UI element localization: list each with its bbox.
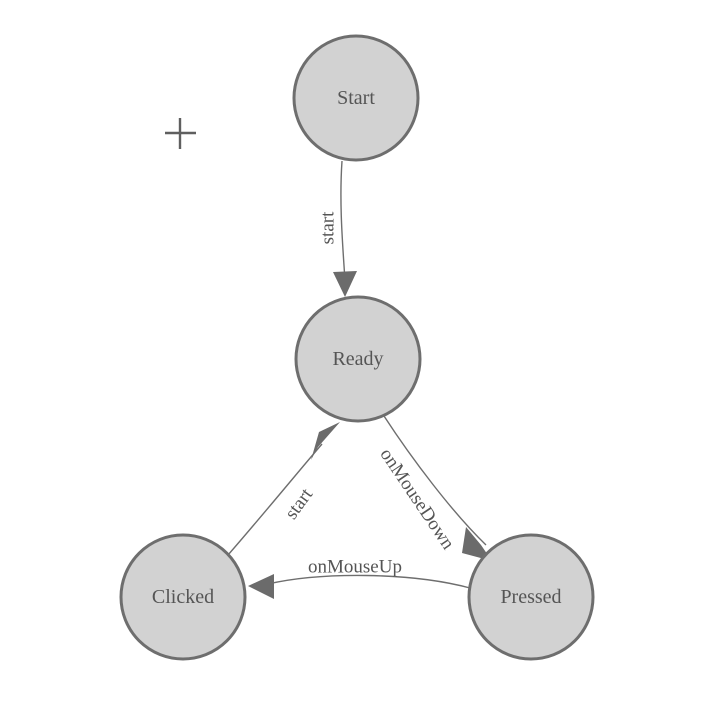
node-start-circle[interactable]: [292, 34, 420, 162]
node-clicked[interactable]: Clicked: [119, 533, 247, 661]
crosshair-icon[interactable]: [165, 118, 196, 149]
node-clicked-circle[interactable]: [119, 533, 247, 661]
node-start-label: Start: [337, 87, 375, 109]
edge-label-start-to-ready: start: [318, 211, 339, 244]
node-ready-circle[interactable]: [294, 295, 422, 423]
edge-label-pressed-to-clicked: onMouseUp: [308, 557, 402, 578]
edge-pressed-to-clicked-path: [267, 574, 471, 589]
node-clicked-label: Clicked: [152, 586, 214, 608]
edge-label-clicked-to-ready: start: [281, 484, 318, 523]
node-ready[interactable]: Ready: [294, 295, 422, 423]
node-ready-label: Ready: [332, 348, 383, 370]
edge-start-to-ready[interactable]: [333, 160, 357, 297]
node-start[interactable]: Start: [292, 34, 420, 162]
edge-ready-to-pressed-path: [383, 415, 487, 546]
edge-clicked-to-ready-arrowhead: [311, 422, 340, 460]
edge-clicked-to-ready[interactable]: [227, 422, 340, 556]
edge-pressed-to-clicked-arrowhead: [248, 574, 274, 599]
edge-start-to-ready-arrowhead: [333, 271, 357, 297]
node-pressed[interactable]: Pressed: [467, 533, 595, 661]
edge-ready-to-pressed-arrowhead: [462, 527, 492, 561]
edge-ready-to-pressed[interactable]: [383, 415, 492, 561]
edge-start-to-ready-path: [340, 160, 346, 282]
node-pressed-label: Pressed: [500, 586, 561, 608]
node-pressed-circle[interactable]: [467, 533, 595, 661]
edge-label-ready-to-pressed: onMouseDown: [376, 445, 459, 554]
edge-pressed-to-clicked[interactable]: [248, 574, 471, 599]
